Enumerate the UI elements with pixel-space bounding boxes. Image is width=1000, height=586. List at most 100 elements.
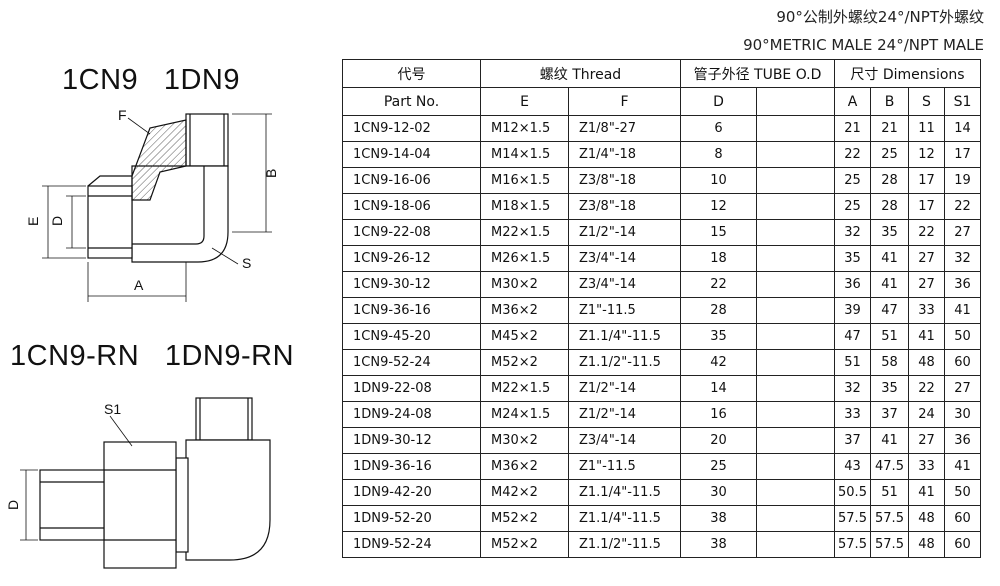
cell-e: M52×2 [480, 531, 569, 558]
cell-blank [756, 115, 835, 142]
cell-s1: 17 [944, 141, 981, 168]
cell-s1: 30 [944, 401, 981, 428]
cell-f: Z3/8"-18 [568, 193, 681, 220]
cell-e: M26×1.5 [480, 245, 569, 272]
cell-part-no: 1DN9-30-12 [342, 427, 481, 454]
cell-s: 27 [908, 271, 945, 298]
cell-d: 6 [680, 115, 757, 142]
cell-d: 28 [680, 297, 757, 324]
cell-d: 20 [680, 427, 757, 454]
cell-part-no: 1CN9-16-06 [342, 167, 481, 194]
header-thread: 螺纹 Thread [480, 59, 681, 88]
cell-s1: 27 [944, 375, 981, 402]
header-part-cn: 代号 [342, 59, 481, 88]
cell-part-no: 1DN9-36-16 [342, 453, 481, 480]
cell-e: M45×2 [480, 323, 569, 350]
cell-f: Z1.1/2"-11.5 [568, 531, 681, 558]
cell-d: 10 [680, 167, 757, 194]
cell-blank [756, 245, 835, 272]
label-d-bottom: D [5, 500, 21, 510]
spec-table: 代号 螺纹 Thread 管子外径 TUBE O.D 尺寸 Dimensions… [342, 59, 981, 558]
cell-e: M24×1.5 [480, 401, 569, 428]
cell-e: M22×1.5 [480, 375, 569, 402]
cell-b: 41 [870, 271, 909, 298]
cell-blank [756, 505, 835, 532]
cell-blank [756, 427, 835, 454]
cell-d: 8 [680, 141, 757, 168]
model-label-bottom: 1CN9-RN 1DN9-RN [10, 340, 295, 372]
cell-d: 22 [680, 271, 757, 298]
cell-s: 27 [908, 427, 945, 454]
cell-b: 35 [870, 375, 909, 402]
header-e: E [480, 87, 569, 116]
cell-f: Z1/2"-14 [568, 401, 681, 428]
label-f: F [118, 107, 127, 123]
cell-blank [756, 453, 835, 480]
cell-blank [756, 141, 835, 168]
cell-f: Z1.1/4"-11.5 [568, 505, 681, 532]
cell-a: 39 [834, 297, 871, 324]
cell-e: M14×1.5 [480, 141, 569, 168]
cell-s: 12 [908, 141, 945, 168]
cell-blank [756, 219, 835, 246]
dimension-lines [42, 113, 272, 302]
cell-s1: 41 [944, 453, 981, 480]
cell-d: 25 [680, 453, 757, 480]
cell-d: 30 [680, 479, 757, 506]
cell-a: 43 [834, 453, 871, 480]
cell-blank [756, 297, 835, 324]
table-header-row-2: Part No. E F D A B S S1 [342, 87, 981, 116]
cell-part-no: 1CN9-30-12 [342, 271, 481, 298]
title-chinese: 90°公制外螺纹24°/NPT外螺纹 [776, 8, 984, 26]
label-e: E [25, 217, 41, 226]
cell-e: M16×1.5 [480, 167, 569, 194]
cell-s1: 50 [944, 479, 981, 506]
cell-e: M52×2 [480, 505, 569, 532]
cell-blank [756, 271, 835, 298]
cell-b: 41 [870, 245, 909, 272]
cell-f: Z1/8"-27 [568, 115, 681, 142]
header-tube: 管子外径 TUBE O.D [680, 59, 835, 88]
cell-a: 51 [834, 349, 871, 376]
cell-a: 57.5 [834, 531, 871, 558]
cell-blank [756, 479, 835, 506]
cell-e: M36×2 [480, 297, 569, 324]
cell-d: 38 [680, 505, 757, 532]
cell-a: 32 [834, 375, 871, 402]
cell-s1: 50 [944, 323, 981, 350]
header-s: S [908, 87, 945, 116]
header-f: F [568, 87, 681, 116]
cell-e: M36×2 [480, 453, 569, 480]
cell-s1: 22 [944, 193, 981, 220]
cell-a: 21 [834, 115, 871, 142]
cell-b: 57.5 [870, 505, 909, 532]
cell-blank [756, 531, 835, 558]
cell-part-no: 1CN9-18-06 [342, 193, 481, 220]
cell-f: Z1.1/4"-11.5 [568, 323, 681, 350]
cell-d: 38 [680, 531, 757, 558]
cell-s: 11 [908, 115, 945, 142]
cell-blank [756, 193, 835, 220]
cell-s: 33 [908, 297, 945, 324]
cell-a: 35 [834, 245, 871, 272]
cell-s: 27 [908, 245, 945, 272]
cell-f: Z1"-11.5 [568, 297, 681, 324]
cell-blank [756, 375, 835, 402]
label-a: A [134, 277, 144, 293]
cell-s: 22 [908, 219, 945, 246]
elbow-nut-drawing [39, 397, 271, 569]
header-part-en: Part No. [342, 87, 481, 116]
cell-e: M30×2 [480, 427, 569, 454]
